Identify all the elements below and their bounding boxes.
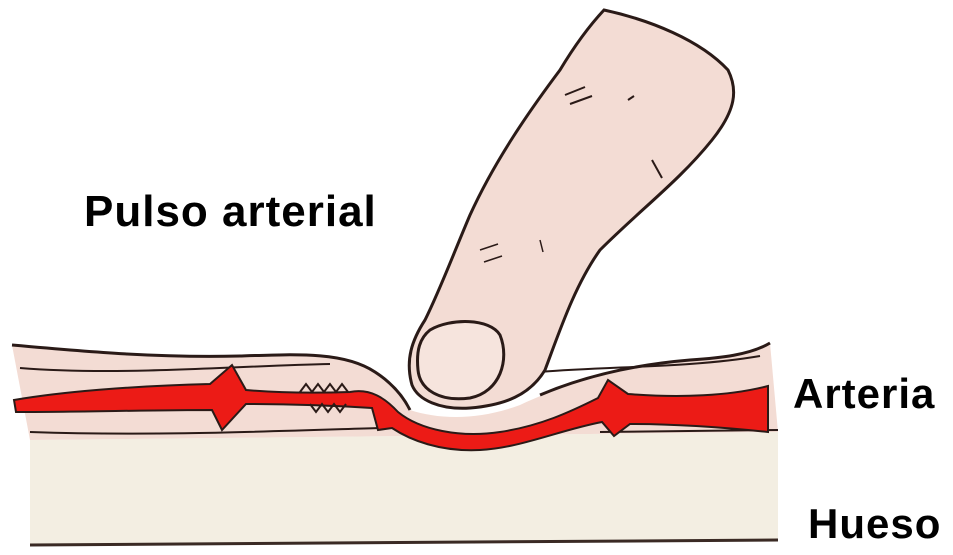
bone-layer: [30, 432, 778, 545]
finger-illustration: [409, 10, 733, 408]
bone-label: Hueso: [808, 503, 941, 545]
artery-label: Arteria: [793, 373, 935, 415]
diagram-title: Pulso arterial: [84, 190, 377, 234]
